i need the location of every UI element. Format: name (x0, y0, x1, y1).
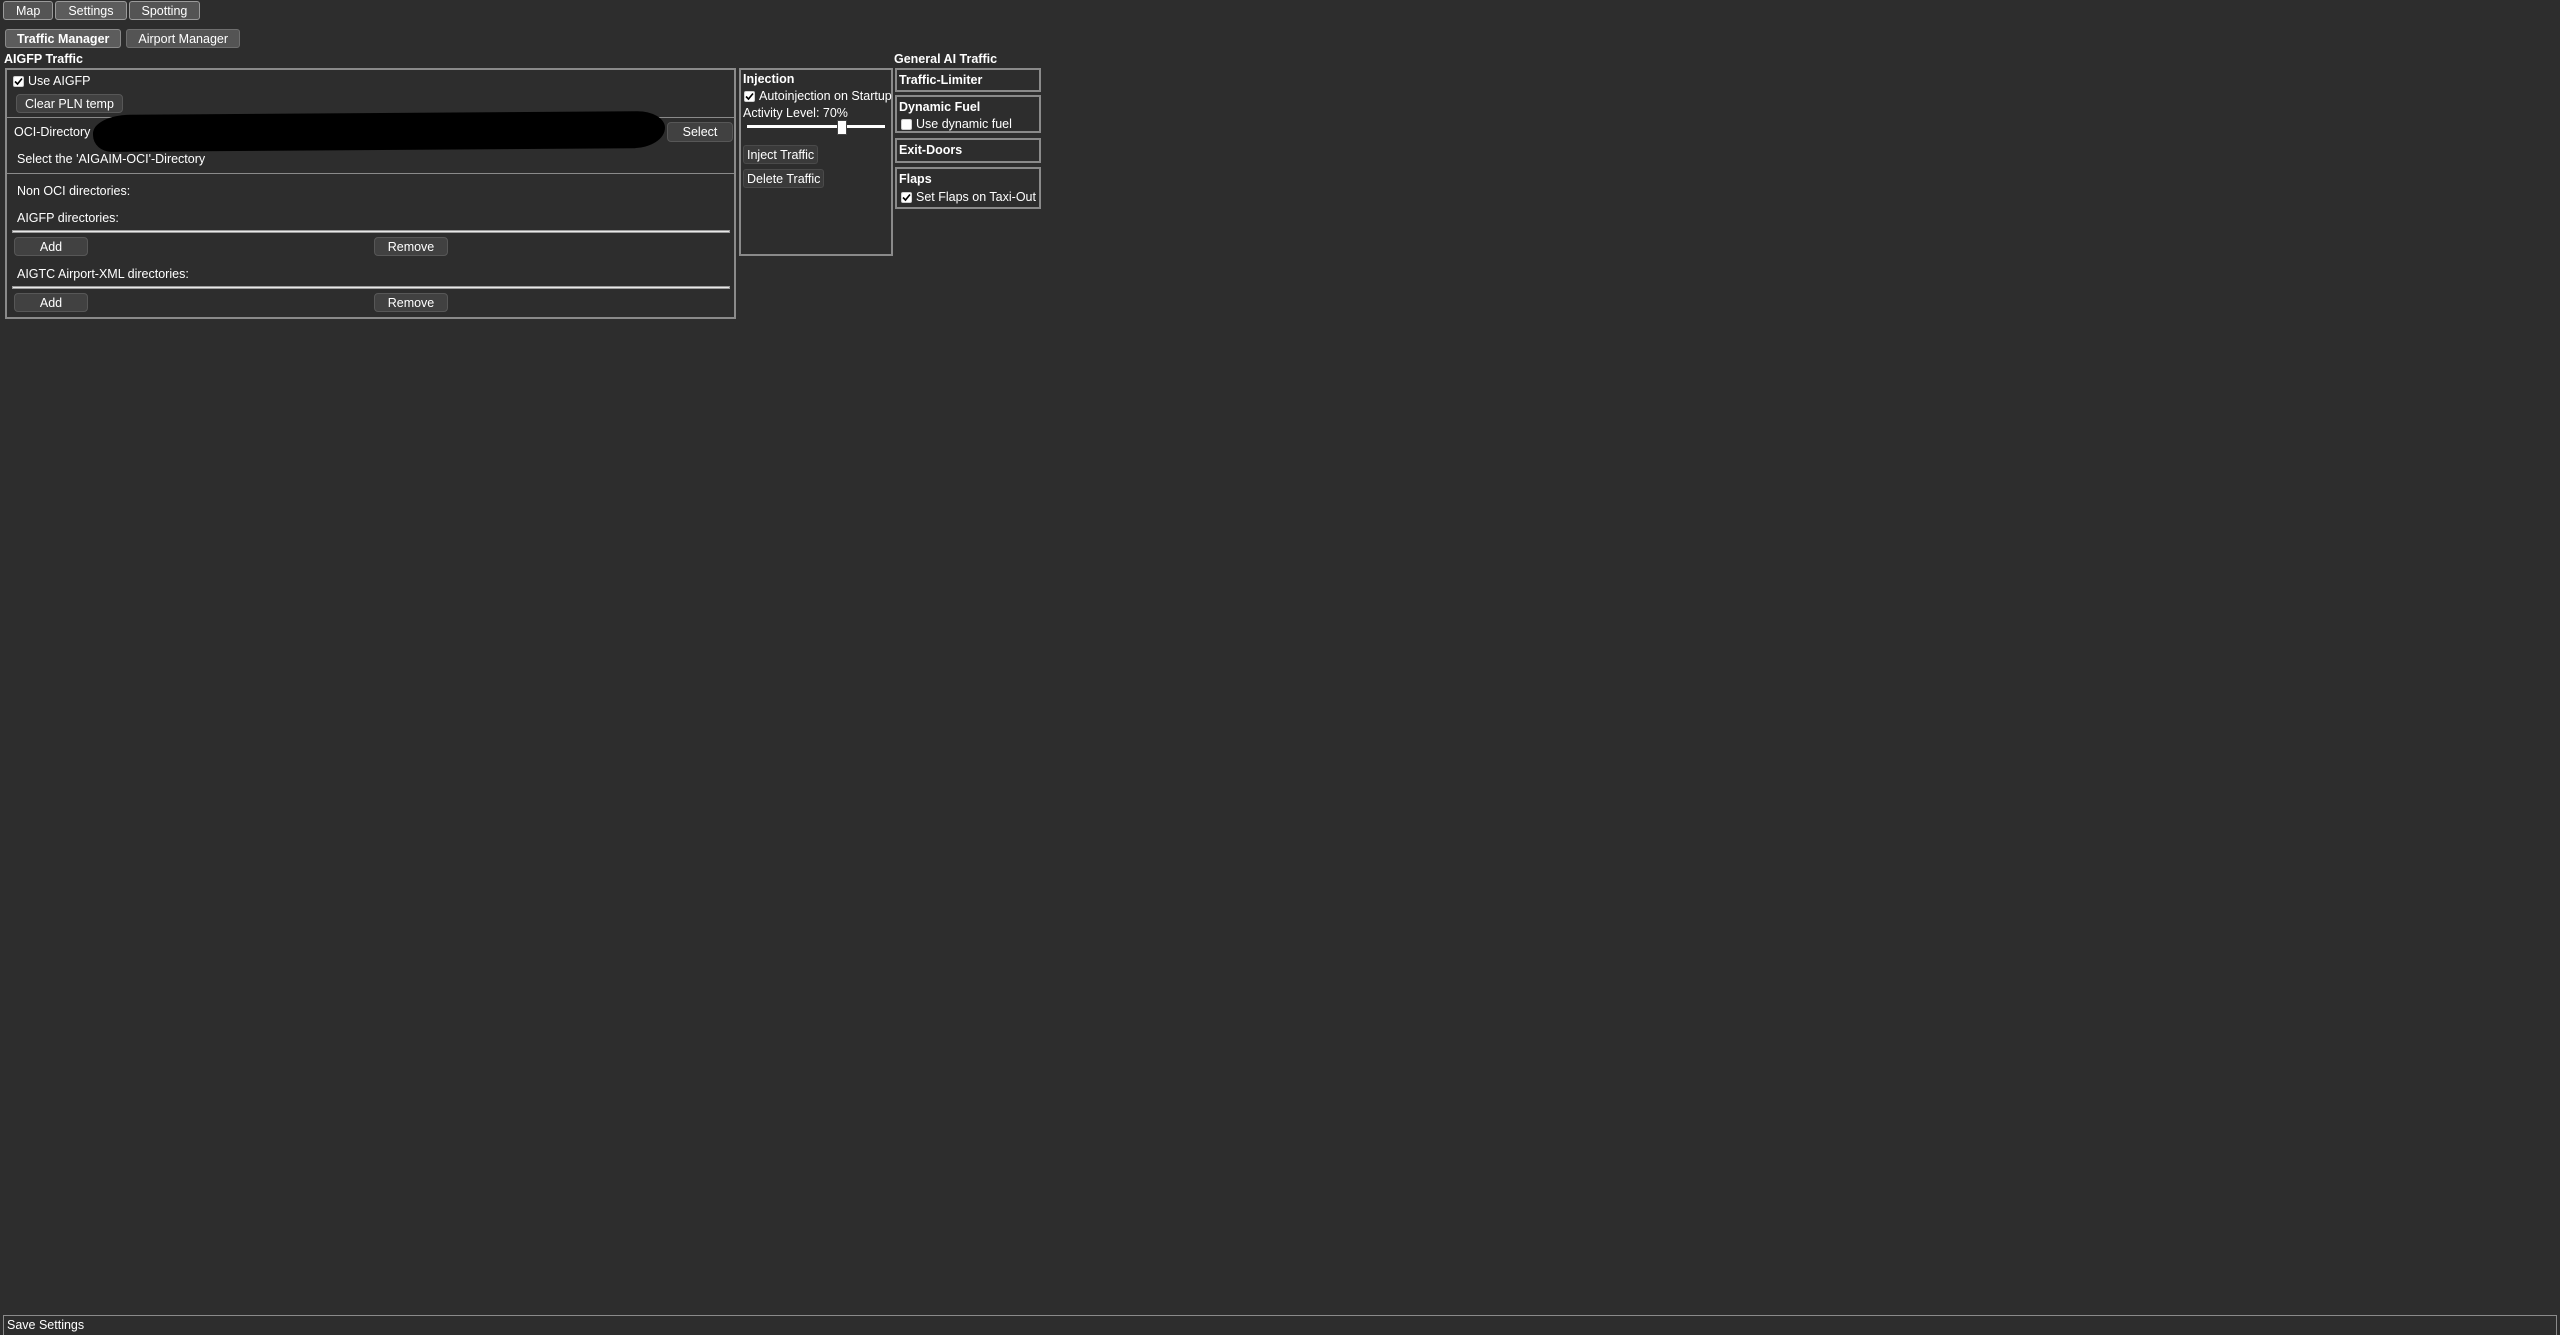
oci-hint: Select the 'AIGAIM-OCI'-Directory (17, 152, 206, 166)
tab-settings[interactable]: Settings (55, 1, 127, 20)
clear-pln-button[interactable]: Clear PLN temp (16, 94, 123, 113)
add-aigtc-dir-button[interactable]: Add (14, 293, 88, 312)
add-aigfp-dir-button[interactable]: Add (14, 237, 88, 256)
aigfp-dirs-label: AIGFP directories: (17, 211, 119, 225)
tab-spotting[interactable]: Spotting (128, 1, 201, 20)
general-title: General AI Traffic (894, 52, 998, 66)
oci-directory-label: OCI-Directory (14, 125, 91, 139)
sub-nav: Traffic Manager Airport Manager (5, 29, 241, 48)
use-dynamic-fuel-checkbox[interactable] (901, 118, 912, 130)
aigfp-panel: Use AIGFP Clear PLN temp OCI-Directory S… (5, 68, 736, 319)
use-dynamic-fuel-label: Use dynamic fuel (916, 117, 1012, 131)
tab-map[interactable]: Map (3, 1, 54, 20)
use-aigfp-checkbox[interactable] (13, 75, 24, 87)
exit-doors-panel[interactable]: Exit-Doors (895, 138, 1041, 163)
autoinjection-checkbox[interactable] (744, 90, 755, 102)
aigfp-title: AIGFP Traffic (4, 52, 83, 66)
flaps-panel: Flaps Set Flaps on Taxi-Out (895, 167, 1041, 209)
activity-level-label: Activity Level: 70% (743, 106, 848, 120)
injection-panel: Injection Autoinjection on Startup Activ… (739, 68, 893, 256)
traffic-limiter-panel[interactable]: Traffic-Limiter (895, 68, 1041, 92)
redacted-path (92, 111, 666, 152)
delete-traffic-button[interactable]: Delete Traffic (743, 169, 825, 188)
set-flaps-row: Set Flaps on Taxi-Out (901, 190, 1036, 204)
tab-traffic-manager[interactable]: Traffic Manager (5, 29, 122, 48)
save-settings-button[interactable]: Save Settings (7, 1318, 85, 1332)
use-aigfp-row: Use AIGFP (13, 74, 91, 88)
divider (7, 173, 734, 174)
remove-aigtc-dir-button[interactable]: Remove (374, 293, 448, 312)
tab-airport-manager[interactable]: Airport Manager (126, 29, 241, 48)
use-dynamic-fuel-row: Use dynamic fuel (901, 117, 1012, 131)
set-flaps-checkbox[interactable] (901, 191, 912, 203)
non-oci-label: Non OCI directories: (17, 184, 131, 198)
aigtc-dirs-label: AIGTC Airport-XML directories: (17, 267, 189, 281)
aigfp-dirs-list[interactable] (12, 230, 730, 233)
select-button[interactable]: Select (667, 122, 733, 142)
set-flaps-label: Set Flaps on Taxi-Out (916, 190, 1036, 204)
dynamic-fuel-title: Dynamic Fuel (899, 100, 981, 114)
traffic-limiter-title: Traffic-Limiter (899, 73, 983, 87)
autoinjection-row: Autoinjection on Startup (744, 89, 892, 103)
remove-aigfp-dir-button[interactable]: Remove (374, 237, 448, 256)
aigtc-dirs-list[interactable] (12, 286, 730, 289)
activity-slider-thumb[interactable] (837, 120, 847, 135)
autoinjection-label: Autoinjection on Startup (759, 89, 892, 103)
activity-slider-track[interactable] (747, 125, 885, 128)
dynamic-fuel-panel: Dynamic Fuel Use dynamic fuel (895, 95, 1041, 133)
injection-title: Injection (743, 72, 795, 86)
inject-traffic-button[interactable]: Inject Traffic (743, 145, 819, 164)
top-nav: Map Settings Spotting (3, 1, 201, 20)
footer-bar: Save Settings (3, 1315, 2557, 1335)
flaps-title: Flaps (899, 172, 932, 186)
exit-doors-title: Exit-Doors (899, 143, 963, 157)
use-aigfp-label: Use AIGFP (28, 74, 91, 88)
